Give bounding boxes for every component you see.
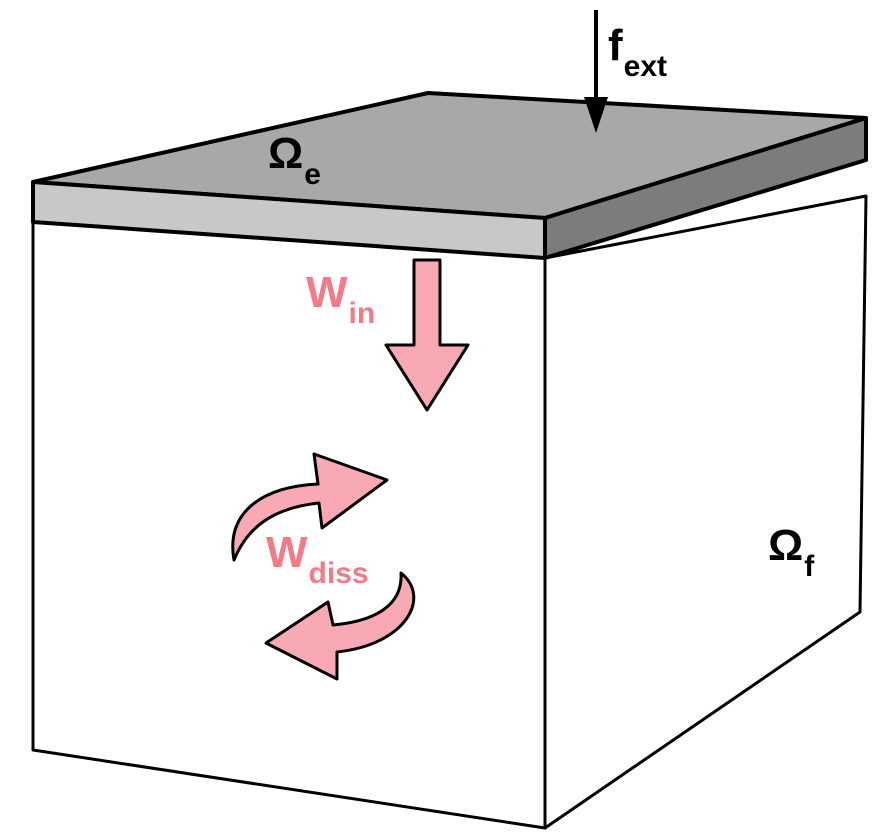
top-plate [31,91,868,260]
box-front-face [31,220,547,830]
f-ext-subscript: ext [624,50,667,83]
omega-e-subscript: e [304,158,321,191]
w-diss-subscript: diss [309,557,369,590]
external-force-arrow [584,10,608,133]
w-diss-arrows [231,452,416,681]
svg-text:fext: fext [608,21,667,83]
omega-e-main: Ω [268,129,303,178]
f-ext-main: f [608,21,623,70]
dissipation-arrow-upper [231,452,389,562]
w-in-subscript: in [349,297,376,330]
box-body [31,194,868,830]
label-w-in: Win [306,268,375,330]
w-in-main: W [306,268,348,317]
svg-text:Win: Win [306,268,375,330]
svg-text:Ωe: Ωe [268,129,321,191]
label-w-diss: Wdiss [266,528,369,590]
force-arrowhead [584,97,608,133]
label-omega-e: Ωe [268,129,321,191]
w-in-arrow [384,258,470,412]
w-diss-main: W [266,528,308,577]
box-right-face [543,194,868,830]
svg-text:Ωf: Ωf [768,521,815,583]
label-omega-f: Ωf [768,521,815,583]
label-f-ext: fext [608,21,667,83]
omega-f-main: Ω [768,521,803,570]
omega-f-subscript: f [804,550,815,583]
svg-text:Wdiss: Wdiss [266,528,369,590]
dissipation-arrow-lower [264,571,416,681]
plate-side-face [543,116,868,260]
